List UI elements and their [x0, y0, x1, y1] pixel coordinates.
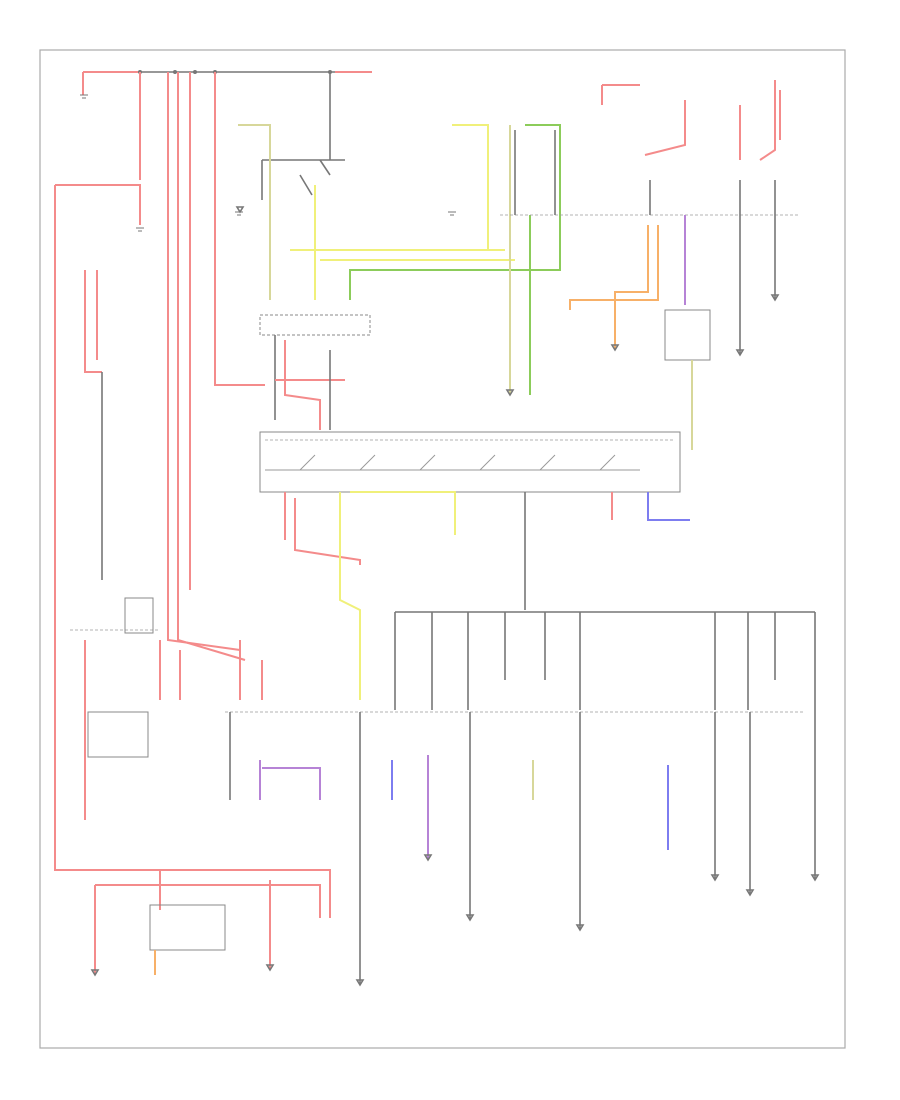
below-panel-wires — [284, 491, 690, 700]
main-relay-panel — [259, 431, 681, 493]
ignition-switch — [238, 124, 345, 300]
secondary-power-bus — [394, 611, 816, 880]
mid-colored-harness — [290, 124, 561, 395]
top-right-feeds — [601, 80, 781, 161]
relay-row — [500, 130, 800, 355]
ground-symbols — [80, 94, 456, 232]
top-power-bus — [83, 70, 372, 74]
diagram-frame — [39, 49, 846, 1049]
orange-purple-feeds — [569, 215, 711, 450]
ignition-junction — [259, 314, 371, 430]
terminal-arrows — [90, 206, 820, 987]
left-feed-wires — [54, 72, 331, 871]
lower-left-modules — [70, 597, 331, 975]
fuse-row — [225, 711, 805, 985]
